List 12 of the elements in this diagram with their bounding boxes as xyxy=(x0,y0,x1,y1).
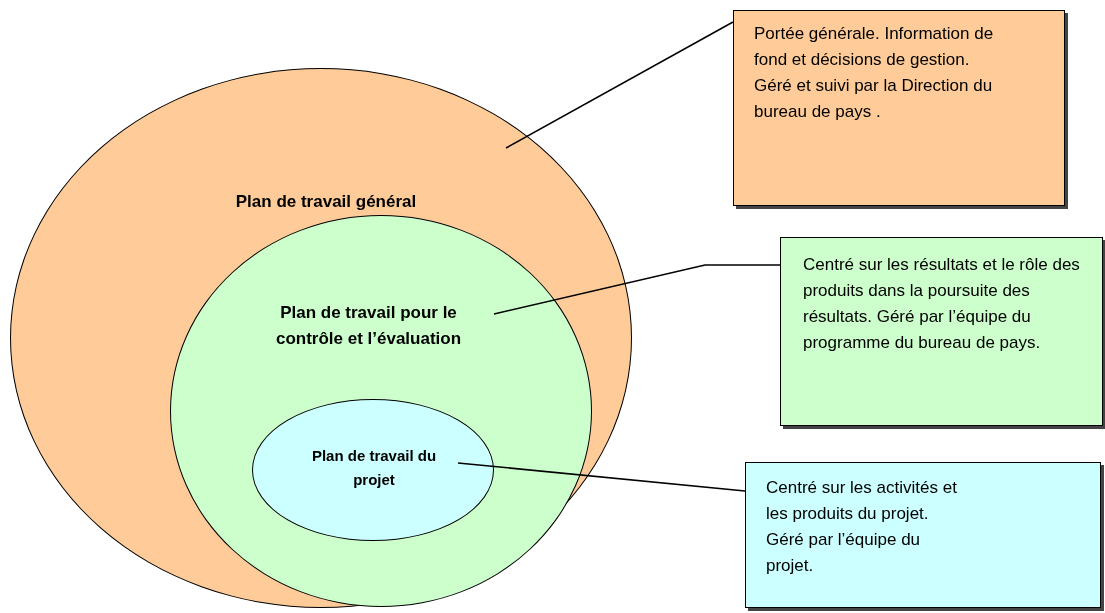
note-box xyxy=(780,237,1103,426)
leader-line xyxy=(493,264,781,315)
ellipse-label: Plan de travail pour le contrôle et l’évaluation xyxy=(274,301,463,350)
leader-line xyxy=(505,21,734,149)
note-text: Centré sur les résultats et le rôle des produits dans la poursuite des résultats. Géré par l’équipe du programme du bureau de pays. xyxy=(803,254,1081,354)
note-box xyxy=(733,10,1065,206)
ellipse-label: Plan de travail général xyxy=(234,191,418,213)
note-text: Portée générale. Information de fond et décisions de gestion. Géré et suivi par la Direction du bureau de pays . xyxy=(754,23,994,123)
ellipse-label: Plan de travail du projet xyxy=(310,446,438,490)
note-text: Centré sur les activités et les produits du projet. Géré par l’équipe du projet. xyxy=(766,477,958,577)
note-box xyxy=(745,462,1101,608)
leader-line xyxy=(457,462,746,492)
